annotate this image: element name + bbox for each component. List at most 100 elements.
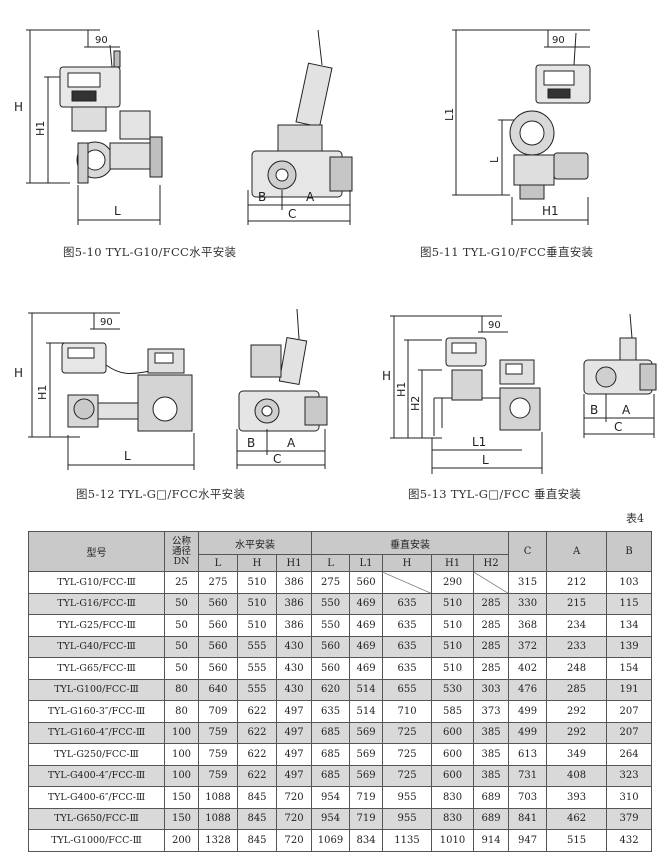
header-h-h: H [237,554,277,572]
cell-vH1: 830 [431,807,475,830]
dim-b-label: B [258,190,266,204]
dim-h2-label-13: H2 [409,396,422,411]
cell-c: 703 [508,786,548,809]
table-label: 表4 [626,512,644,525]
cell-vH: 725 [382,743,433,766]
cell-a: 462 [546,807,608,830]
dim-c-label-12: C [273,452,281,466]
dim-90-label: 90 [95,35,108,46]
figure-5-12-end-view: B A C [225,305,335,475]
cell-a: 408 [546,764,608,787]
cell-c: 315 [508,571,548,594]
dim-l-label-12: L [124,449,131,463]
dim-h1-label-v: H1 [542,204,559,218]
dim-h-label: H [14,100,23,114]
cell-model: TYL-G400-6″/FCC-Ⅲ [28,786,165,809]
cell-model: TYL-G25/FCC-Ⅲ [28,614,165,637]
cell-vL1: 514 [349,700,384,723]
cell-c: 476 [508,678,548,701]
cell-a: 248 [546,657,608,680]
cell-vL1: 569 [349,721,384,744]
cell-vH: 635 [382,657,433,680]
cell-a: 233 [546,635,608,658]
cell-hL: 759 [198,743,238,766]
cell-vH1: 510 [431,614,475,637]
cell-dn: 100 [164,764,199,787]
cell-dn: 50 [164,635,199,658]
cell-c: 731 [508,764,548,787]
cell-a: 515 [546,829,608,852]
cell-vH1: 510 [431,657,475,680]
cell-hH: 510 [237,571,277,594]
dim-l-label-v: L [488,156,501,163]
cell-vH: 635 [382,592,433,615]
cell-hL: 560 [198,592,238,615]
header-c: C [508,531,548,572]
cell-vL1: 834 [349,829,384,852]
cell-hH1: 430 [275,635,313,658]
dim-90-label-v: 90 [552,35,565,46]
figure-5-10-drawing: H H1 90 L [10,25,170,230]
cell-vH: 710 [382,700,433,723]
cell-vL1: 560 [349,571,384,594]
cell-vH1: 600 [431,721,475,744]
cell-model: TYL-G1000/FCC-Ⅲ [28,829,165,852]
figure-5-12-caption: 图5-12 TYL-G□/FCC水平安装 [76,487,246,501]
cell-b: 134 [606,614,653,637]
cell-hH: 555 [237,678,277,701]
dim-b-label-13: B [590,403,598,417]
cell-vL: 550 [311,592,351,615]
cell-c: 372 [508,635,548,658]
cell-c: 402 [508,657,548,680]
cell-hH1: 497 [275,764,313,787]
cell-vH: 955 [382,786,433,809]
cell-vH2: 689 [473,786,510,809]
figure-5-13-drawing: H H1 H2 90 L1 L [382,308,552,478]
cell-vH1: 290 [431,571,475,594]
cell-vH: 635 [382,614,433,637]
cell-vH2: 285 [473,657,510,680]
cell-vH1: 830 [431,786,475,809]
cell-b: 103 [606,571,653,594]
figure-5-10-caption: 图5-10 TYL-G10/FCC水平安装 [63,245,237,259]
cell-hH1: 497 [275,743,313,766]
cell-vH [382,571,433,594]
cell-vH1: 600 [431,743,475,766]
cell-vH: 635 [382,635,433,658]
cell-hH1: 386 [275,592,313,615]
cell-hL: 709 [198,700,238,723]
cell-vH2: 385 [473,764,510,787]
figure-5-11-caption: 图5-11 TYL-G10/FCC垂直安装 [420,245,594,259]
cell-b: 139 [606,635,653,658]
cell-c: 368 [508,614,548,637]
figure-5-10-end-view: B A C [240,25,360,230]
cell-hH: 555 [237,635,277,658]
cell-hH: 845 [237,829,277,852]
cell-vL: 685 [311,764,351,787]
cell-a: 292 [546,721,608,744]
dim-h1-label-12: H1 [36,385,49,400]
cell-vH1: 1010 [431,829,475,852]
cell-dn: 25 [164,571,199,594]
cell-c: 330 [508,592,548,615]
cell-hH1: 386 [275,614,313,637]
cell-vL: 560 [311,635,351,658]
cell-hL: 560 [198,657,238,680]
cell-vL1: 469 [349,592,384,615]
cell-vL: 954 [311,786,351,809]
cell-b: 191 [606,678,653,701]
cell-vH2: 385 [473,743,510,766]
cell-hH1: 720 [275,807,313,830]
dim-c-label: C [288,207,296,221]
cell-c: 947 [508,829,548,852]
cell-vH2 [473,571,510,594]
cell-vH2: 914 [473,829,510,852]
cell-b: 264 [606,743,653,766]
